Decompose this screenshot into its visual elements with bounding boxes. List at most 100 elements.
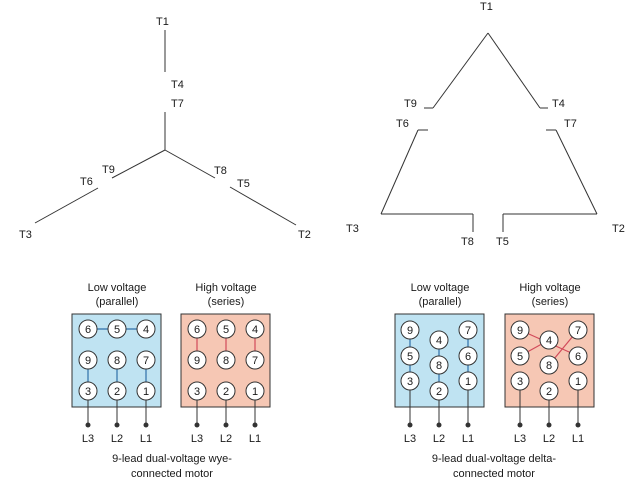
wye-low-terminal: 6 [78, 319, 98, 339]
wye-label-t1: T1 [156, 16, 169, 28]
wye-label-t3: T3 [19, 229, 32, 241]
wye-high-lead-dot [194, 422, 200, 428]
wye-low-title-line2: (parallel) [96, 296, 139, 308]
svg-text:8: 8 [223, 355, 229, 367]
svg-text:7: 7 [252, 355, 258, 367]
delta-low-terminal: 9 [400, 320, 420, 340]
wye-high-lead-dot [252, 422, 258, 428]
delta-high-lead-label: L1 [572, 433, 584, 445]
wye-wire-center-t9 [111, 149, 166, 179]
svg-text:2: 2 [114, 386, 120, 398]
svg-text:2: 2 [436, 386, 442, 398]
delta-high-lead-dot [546, 422, 552, 428]
wye-low-lead-dot [85, 422, 91, 428]
delta-high-terminal: 8 [539, 355, 559, 375]
wye-low-lead-dot [114, 422, 120, 428]
delta-high-title-line2: (series) [532, 296, 569, 308]
delta-high-lead-label: L3 [514, 433, 526, 445]
svg-text:4: 4 [143, 324, 149, 336]
svg-text:3: 3 [194, 386, 200, 398]
svg-text:1: 1 [465, 376, 471, 388]
wye-low-lead-label: L1 [140, 433, 152, 445]
svg-text:4: 4 [436, 335, 442, 347]
delta-label-t7: T7 [564, 118, 577, 130]
svg-text:6: 6 [575, 351, 581, 363]
wye-high-lead-dot [223, 422, 229, 428]
delta-low-terminal: 8 [429, 355, 449, 375]
delta-high-lead-dot [575, 422, 581, 428]
wye-label-t2: T2 [298, 229, 311, 241]
svg-text:1: 1 [252, 386, 258, 398]
svg-text:7: 7 [143, 355, 149, 367]
svg-text:5: 5 [517, 351, 523, 363]
wye-wire-center-t8 [164, 149, 216, 179]
delta-high-terminal: 1 [568, 371, 588, 391]
wye-label-t6: T6 [80, 176, 93, 188]
svg-text:8: 8 [436, 360, 442, 372]
wye-high-lead-label: L2 [220, 433, 232, 445]
wye-low-lead-label: L2 [111, 433, 123, 445]
delta-high-terminal: 7 [568, 320, 588, 340]
delta-high-lead-label: L2 [543, 433, 555, 445]
delta-low-lead-label: L3 [404, 433, 416, 445]
delta-wire-t6-t3 [380, 129, 419, 215]
wye-low-terminal: 4 [136, 319, 156, 339]
delta-low-terminal: 3 [400, 371, 420, 391]
svg-text:3: 3 [407, 376, 413, 388]
delta-low-title-line1: Low voltage [411, 282, 470, 294]
delta-low-terminal: 4 [429, 330, 449, 350]
wye-low-terminal: 7 [136, 350, 156, 370]
delta-low-title-line2: (parallel) [419, 296, 462, 308]
svg-text:2: 2 [223, 386, 229, 398]
wye-low-title-line1: Low voltage [88, 282, 147, 294]
delta-low-lead-dot [465, 422, 471, 428]
wye-label-t5: T5 [237, 178, 250, 190]
delta-wire-t7-t2 [555, 129, 598, 215]
delta-high-voltage-board: High voltage (series) 9 5 3 4 8 2 7 6 1 … [504, 282, 595, 445]
wye-low-terminal: 8 [107, 350, 127, 370]
wye-label-t9: T9 [102, 164, 115, 176]
svg-text:6: 6 [194, 324, 200, 336]
delta-schematic: T1 T9 T6 T4 T7 T3 T8 T5 T2 [346, 1, 625, 248]
delta-label-t2: T2 [612, 223, 625, 235]
delta-high-terminal: 6 [568, 346, 588, 366]
delta-low-lead-label: L2 [433, 433, 445, 445]
wye-label-t4: T4 [171, 79, 184, 91]
svg-text:9: 9 [407, 325, 413, 337]
svg-text:6: 6 [85, 324, 91, 336]
wye-high-terminal: 1 [245, 381, 265, 401]
svg-text:3: 3 [85, 386, 91, 398]
wye-caption-line1: 9-lead dual-voltage wye- [112, 453, 232, 465]
wye-high-terminal: 9 [187, 350, 207, 370]
wye-label-t7: T7 [171, 98, 184, 110]
svg-text:1: 1 [143, 386, 149, 398]
delta-wire-t1-t4 [487, 32, 541, 109]
delta-high-terminal: 9 [510, 320, 530, 340]
delta-caption-line2: connected motor [453, 468, 535, 480]
delta-high-terminal: 5 [510, 346, 530, 366]
wye-low-lead-dot [143, 422, 149, 428]
wye-low-terminal: 1 [136, 381, 156, 401]
delta-low-lead-dot [407, 422, 413, 428]
delta-label-t8: T8 [461, 236, 474, 248]
wye-low-terminal: 5 [107, 319, 127, 339]
wye-label-t8: T8 [214, 165, 227, 177]
svg-text:6: 6 [465, 351, 471, 363]
delta-label-t3: T3 [346, 223, 359, 235]
wye-high-lead-label: L1 [249, 433, 261, 445]
delta-low-terminal: 7 [458, 320, 478, 340]
wye-high-terminal: 2 [216, 381, 236, 401]
wye-high-terminal: 7 [245, 350, 265, 370]
delta-label-t6: T6 [396, 118, 409, 130]
svg-text:3: 3 [517, 376, 523, 388]
delta-label-t5: T5 [496, 236, 509, 248]
delta-low-lead-dot [436, 422, 442, 428]
svg-text:9: 9 [85, 355, 91, 367]
svg-text:1: 1 [575, 376, 581, 388]
wye-high-lead-label: L3 [191, 433, 203, 445]
wye-high-terminal: 6 [187, 319, 207, 339]
wye-high-voltage-board: High voltage (series) 6 5 4 9 8 7 3 2 1 … [180, 282, 271, 445]
wye-high-title-line2: (series) [208, 296, 245, 308]
delta-low-voltage-board: Low voltage (parallel) 9 5 3 4 8 2 7 6 1… [394, 282, 485, 445]
